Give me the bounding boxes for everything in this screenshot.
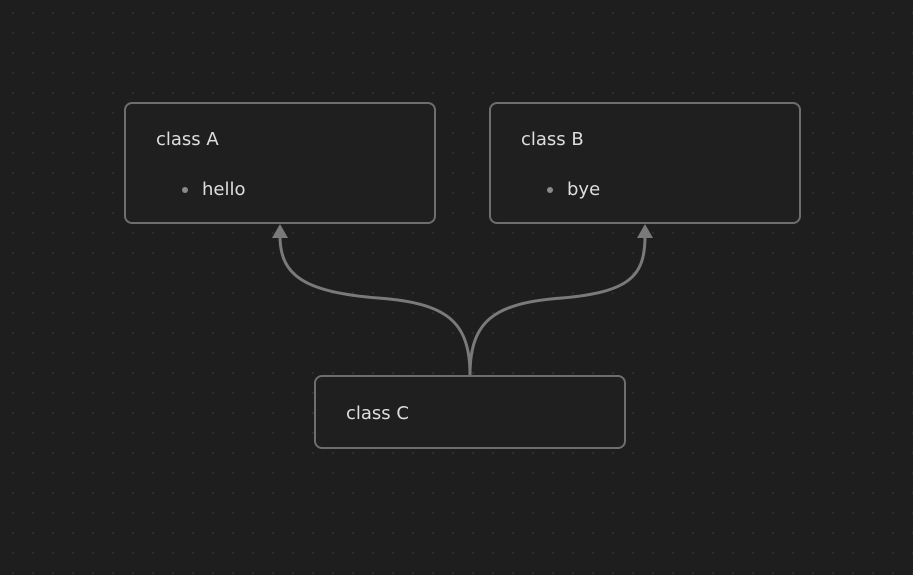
bullet-icon — [182, 186, 188, 193]
class-b-node[interactable]: class B bye — [489, 102, 801, 224]
class-b-member: bye — [547, 179, 600, 200]
class-b-title: class B — [521, 129, 584, 150]
edge-c-to-a — [278, 235, 472, 376]
class-c-node[interactable]: class C — [314, 375, 626, 449]
arrowhead-b — [637, 224, 653, 238]
class-b-member-label: bye — [567, 179, 601, 200]
class-a-member: hello — [182, 179, 246, 200]
edge-c-to-b — [468, 235, 647, 376]
class-a-title: class A — [156, 129, 219, 150]
class-c-title: class C — [346, 403, 409, 424]
class-a-node[interactable]: class A hello — [124, 102, 436, 224]
arrowhead-a — [272, 224, 288, 238]
class-a-member-label: hello — [202, 179, 246, 200]
bullet-icon — [547, 186, 553, 193]
